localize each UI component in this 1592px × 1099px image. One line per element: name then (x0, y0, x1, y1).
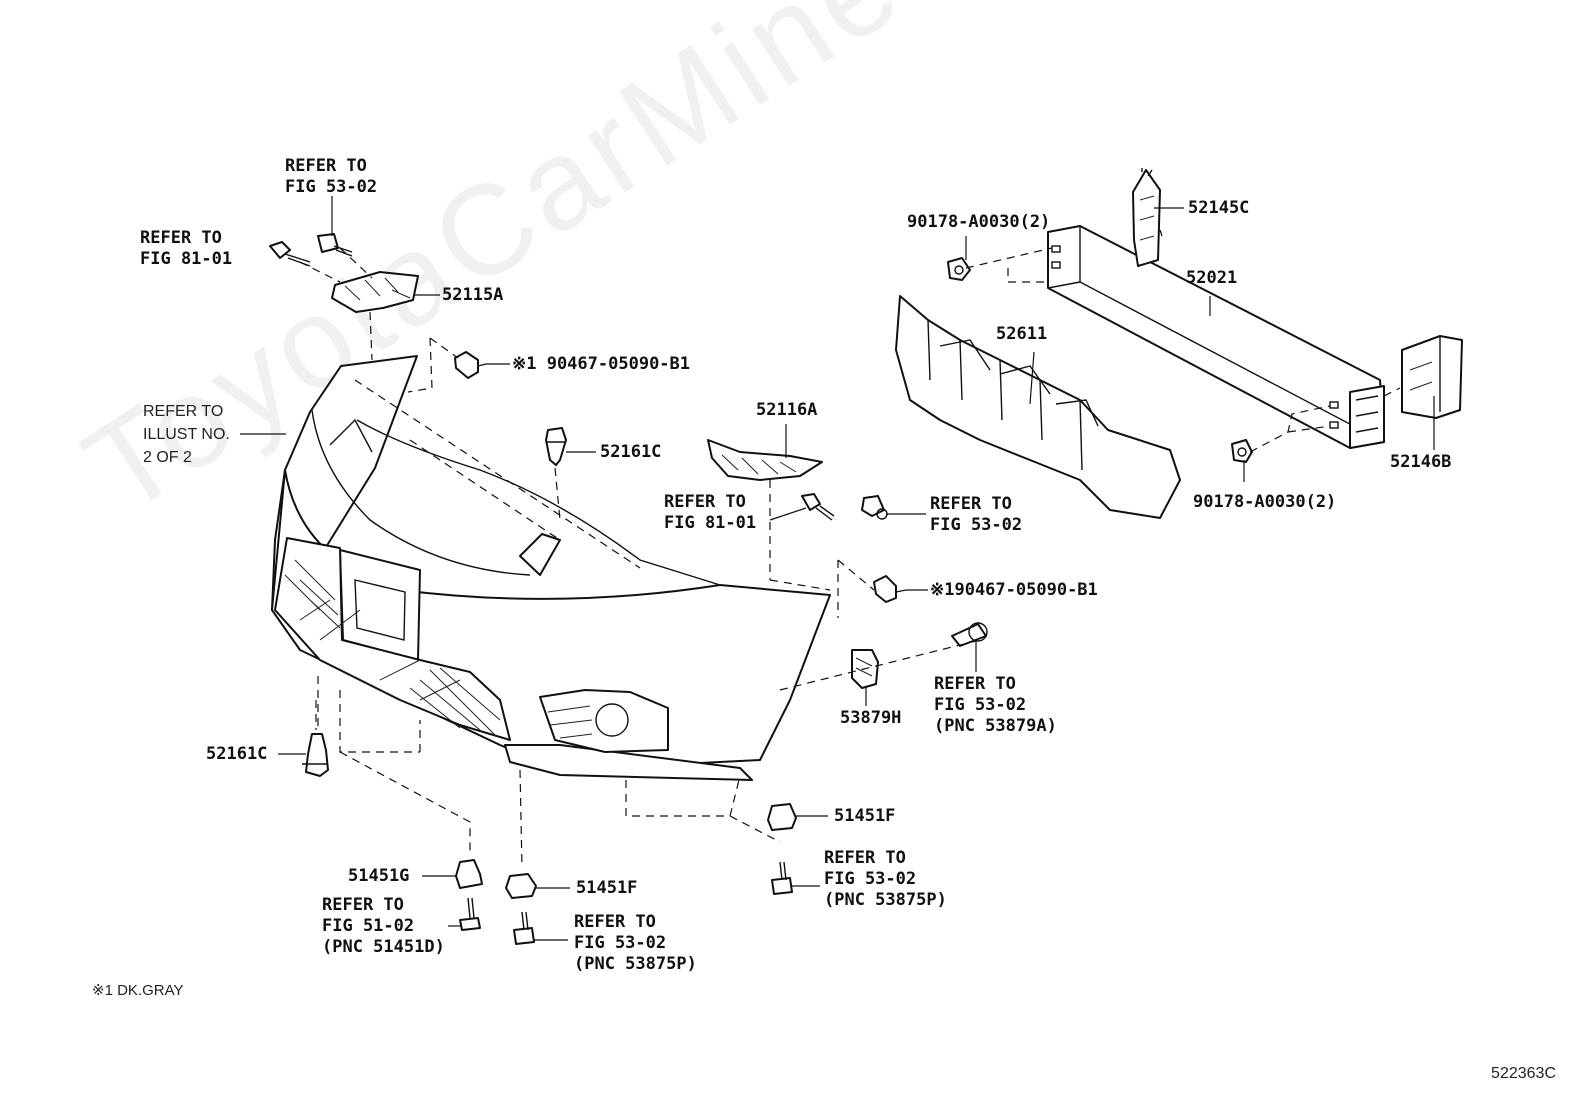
absorber-52611 (895, 295, 1181, 519)
bolt-fig5102 (459, 897, 481, 931)
footnote: ※1 DK.GRAY (92, 982, 184, 999)
label-refer-53879A: REFER TO FIG 53-02 (PNC 53879A) (934, 674, 1057, 736)
label-52611: 52611 (996, 324, 1048, 344)
label-refer-fig5302-top: REFER TO FIG 53-02 (285, 156, 378, 197)
label-52115A: 52115A (442, 285, 504, 305)
clip-90467-mid (873, 575, 907, 603)
label-90178-top: 90178-A0030(2) (907, 212, 1051, 232)
label-51451G: 51451G (348, 866, 410, 886)
label-refer-fig8101-mid: REFER TO FIG 81-01 (664, 492, 757, 533)
label-refer-53875P-mid: REFER TO FIG 53-02 (PNC 53875P) (574, 912, 697, 974)
bolt-fig5302-53875P-mid (513, 911, 535, 945)
bracket-52116A (707, 439, 823, 481)
clip-90467-top (454, 351, 487, 379)
bracket-52115A (331, 271, 419, 313)
label-52161C-bottom: 52161C (206, 744, 268, 764)
label-refer-fig8101-left: REFER TO FIG 81-01 (140, 228, 233, 269)
bolt-fig5302-top (317, 233, 353, 257)
figure-id: 522363C (1491, 1065, 1556, 1082)
label-clip-top: ※1 90467-05090-B1 (512, 354, 691, 374)
nut-51451F-mid (505, 873, 537, 899)
leader-lines (240, 196, 1435, 941)
bolt-fig8101-left (269, 241, 311, 267)
bracket-52145C (1132, 168, 1161, 267)
nut-90178-bottom (1231, 439, 1253, 463)
screw-fig5302-53879A (951, 622, 988, 647)
nut-51451G (455, 859, 483, 889)
label-refer-51451D: REFER TO FIG 51-02 (PNC 51451D) (322, 895, 445, 957)
bracket-52146B (1401, 335, 1463, 419)
bolt-fig5302-mid (861, 495, 888, 520)
label-90178-bottom: 90178-A0030(2) (1193, 492, 1337, 512)
clip-52161C-bottom (302, 733, 329, 777)
label-52145C: 52145C (1188, 198, 1250, 218)
label-clip-mid: ※190467-05090-B1 (930, 580, 1098, 600)
label-refer-53875P-right: REFER TO FIG 53-02 (PNC 53875P) (824, 848, 947, 910)
label-52021: 52021 (1186, 268, 1238, 288)
label-52116A: 52116A (756, 400, 818, 420)
label-52161C-top: 52161C (600, 442, 662, 462)
label-refer-illust: REFER TO ILLUST NO. 2 OF 2 (143, 403, 230, 466)
label-53879H: 53879H (840, 708, 902, 728)
label-51451F-right: 51451F (834, 806, 896, 826)
bumper-cover (271, 355, 831, 781)
clip-52161C-top (545, 427, 567, 466)
label-51451F-mid: 51451F (576, 878, 638, 898)
label-52146B: 52146B (1390, 452, 1452, 472)
nut-51451F-right (767, 803, 797, 831)
bolt-fig8101-mid (801, 493, 835, 521)
reinforcement-52021 (1047, 225, 1385, 449)
bolt-fig5302-53875P-right (771, 861, 793, 895)
nut-90178-top (947, 257, 971, 281)
label-refer-fig5302-mid: REFER TO FIG 53-02 (930, 494, 1023, 535)
assembly-lines (299, 229, 1401, 869)
